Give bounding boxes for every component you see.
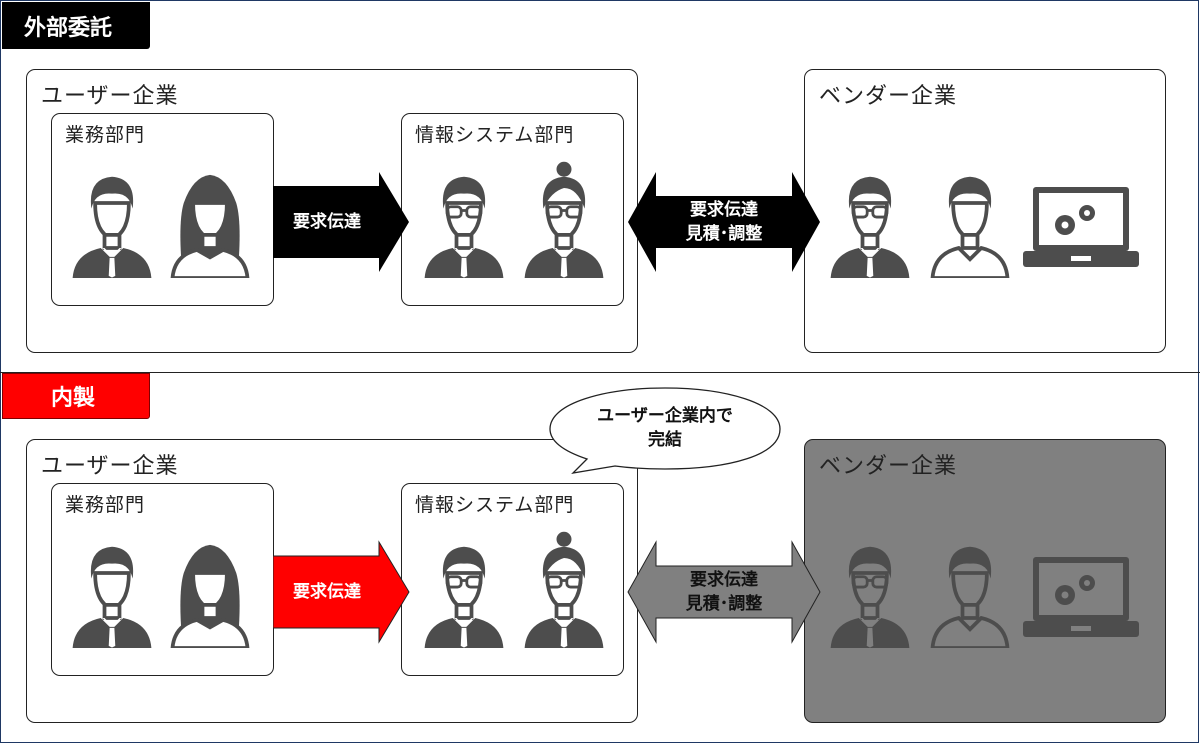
- request-arrow-label: 要求伝達: [293, 582, 361, 602]
- it-engineer-woman-icon: [516, 528, 612, 652]
- section-divider: [0, 372, 1200, 373]
- bidirectional-arrow-line2: 見積･調整: [685, 224, 763, 244]
- request-arrow-red: [273, 540, 410, 644]
- vendor-company-label: ベンダー企業: [819, 84, 958, 109]
- callout-bubble: [549, 387, 781, 474]
- vendor-worker-icon: [922, 158, 1018, 282]
- laptop-gears-icon: [1021, 183, 1141, 277]
- bidirectional-arrow-gray: [627, 540, 821, 644]
- bidirectional-arrow-line1: 要求伝達: [690, 570, 758, 590]
- bidirectional-arrow: [628, 172, 820, 272]
- user-company-label: ユーザー企業: [41, 84, 179, 109]
- bidirectional-arrow-line1: 要求伝達: [690, 200, 758, 220]
- bidirectional-arrow-line2: 見積･調整: [685, 594, 763, 614]
- request-arrow-label: 要求伝達: [293, 212, 361, 232]
- vendor-engineer-icon: [822, 158, 918, 282]
- section-tag-inhouse: 内製: [2, 373, 150, 419]
- it-engineer-woman-icon: [516, 158, 612, 282]
- it-engineer-man-icon: [416, 158, 512, 282]
- businessman-icon: [64, 158, 160, 282]
- vendor-worker-icon: [922, 528, 1018, 652]
- business-dept-label: 業務部門: [65, 124, 146, 146]
- vendor-company-label: ベンダー企業: [819, 454, 958, 479]
- callout-line1: ユーザー企業内で: [597, 406, 733, 426]
- it-engineer-man-icon: [416, 528, 512, 652]
- request-arrow: [273, 172, 409, 272]
- business-dept-label: 業務部門: [65, 494, 146, 516]
- laptop-gears-icon: [1021, 553, 1141, 647]
- businesswoman-icon: [162, 158, 258, 282]
- section-tag-outsourcing: 外部委託: [2, 2, 150, 49]
- businessman-icon: [64, 528, 160, 652]
- it-dept-label: 情報システム部門: [415, 494, 575, 516]
- businesswoman-icon: [162, 528, 258, 652]
- user-company-label: ユーザー企業: [41, 454, 179, 479]
- vendor-engineer-icon: [822, 528, 918, 652]
- callout-line2: 完結: [648, 430, 682, 450]
- it-dept-label: 情報システム部門: [415, 124, 575, 146]
